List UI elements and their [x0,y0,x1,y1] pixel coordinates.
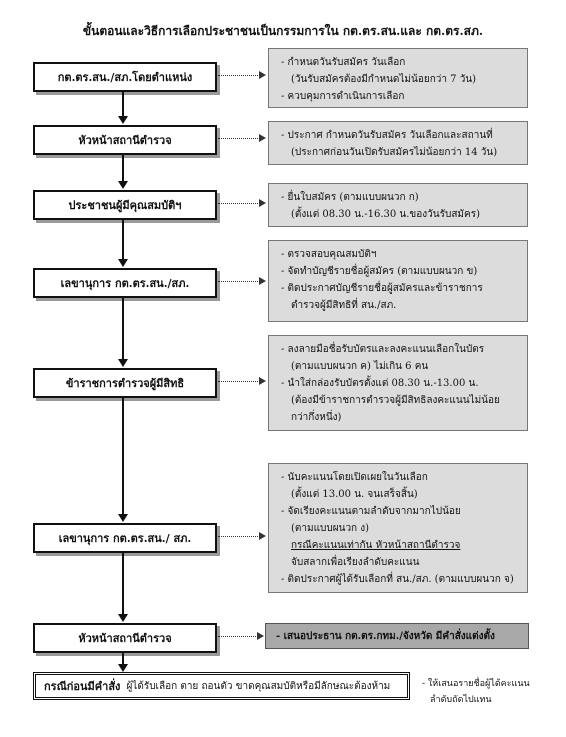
dotted-connector [218,203,260,204]
connector-line [122,92,124,117]
detail-line: (ประกาศก่อนวันเปิดรับสมัครไม่น้อยกว่า 14… [291,147,498,158]
detail-line: - ติดประกาศบัญชีรายชื่อผู้สมัครและข้าราช… [281,283,483,294]
detail-line: (วันรับสมัครต้องมีกำหนดไม่น้อยกว่า 7 วัน… [291,74,477,85]
connector-line [122,298,124,360]
step-box-committee: กต.ตร.สน./สภ.โดยตำแหน่ง [33,62,217,92]
detail-line: จับสลากเพื่อเรียงลำดับคะแนน [291,557,420,568]
connector-line [122,653,124,665]
detail-line: (ตั้งแต่ 13.00 น. จนเสร็จสิ้น) [291,489,418,500]
connector-line [122,398,124,515]
step-box-eligible-police: ข้าราชการตำรวจผู้มีสิทธิ [33,368,217,398]
final-step-box: - เสนอประธาน กต.ตร.กทม./จังหวัด มีคำสั่ง… [265,623,529,649]
detail-line: (ต้องมีข้าราชการตำรวจผู้มีสิทธิลงคะแนนไม… [291,395,500,406]
arrow-down-icon [118,181,128,189]
dotted-connector [218,381,260,382]
connector-line [122,155,124,182]
arrow-down-icon [118,116,128,124]
connector-line [122,220,124,260]
detail-line: - ควบคุมการดำเนินการเลือก [281,91,405,102]
exception-box: กรณีก่อนมีคำสั่ง ผู้ได้รับเลือก ตาย ถอนต… [33,672,410,700]
detail-line: - ยื่นใบสมัคร (ตามแบบผนวก ก) [281,192,419,203]
arrow-right-icon [259,532,266,540]
detail-line: - ประกาศ กำหนดวันรับสมัคร วันเลือกและสถา… [281,130,493,141]
detail-line: กรณีคะแนนเท่ากัน หัวหน้าสถานีตำรวจ [291,540,461,551]
arrow-right-icon [257,632,264,640]
note-line: - ให้เสนอรายชื่อผู้ได้คะแนน [422,679,530,689]
detail-box-committee: - กำหนดวันรับสมัคร วันเลือก (วันรับสมัคร… [268,48,528,108]
exception-note: - ให้เสนอรายชื่อผู้ได้คะแนน ลำดับถัดไปแท… [422,676,530,708]
detail-line: - นับคะแนนโดยเปิดเผยในวันเลือก [281,472,428,483]
arrow-right-icon [259,377,266,385]
detail-line: - ลงลายมือชื่อรับบัตรและลงคะแนนเลือกในบั… [281,344,485,355]
arrow-down-icon [118,359,128,367]
detail-box-station-chief: - ประกาศ กำหนดวันรับสมัคร วันเลือกและสถา… [268,121,528,165]
step-box-secretary: เลขานุการ กต.ตร.สน./สภ. [33,268,217,298]
detail-line: ตำรวจผู้มีสิทธิที่ สน./สภ. [291,300,397,311]
dotted-connector [218,281,260,282]
arrow-right-icon [259,134,266,142]
detail-line: (ตั้งแต่ 08.30 น.-16.30 น.ของวันรับสมัคร… [291,209,480,220]
arrow-right-icon [259,199,266,207]
detail-line: (ตามแบบผนวก ง) [291,523,370,534]
note-line: ลำดับถัดไปแทน [430,695,492,705]
arrow-right-icon [259,71,266,79]
arrow-down-icon [118,614,128,622]
dotted-connector [218,536,260,537]
arrow-down-icon [118,514,128,522]
connector-line [122,553,124,615]
exception-heading: กรณีก่อนมีคำสั่ง [44,680,121,693]
step-box-qualified-public: ประชาชนผู้มีคุณสมบัติฯ [33,190,217,220]
detail-line: - ตรวจสอบคุณสมบัติฯ [281,249,377,260]
step-box-station-chief: หัวหน้าสถานีตำรวจ [33,125,217,155]
detail-line: - ติดประกาศผู้ได้รับเลือกที่ สน./สภ. (ตา… [281,574,514,585]
detail-line: - นำใส่กล่องรับบัตรตั้งแต่ 08.30 น.-13.0… [281,378,479,389]
dotted-connector [218,75,260,76]
dotted-connector [218,138,260,139]
step-box-station-chief-final: หัวหน้าสถานีตำรวจ [33,623,217,653]
exception-text: ผู้ได้รับเลือก ตาย ถอนตัว ขาดคุณสมบัติหร… [126,680,391,692]
dotted-connector [218,636,258,637]
detail-line: - จัดทำบัญชีรายชื่อผู้สมัคร (ตามแบบผนวก … [281,266,478,277]
detail-box-qualified-public: - ยื่นใบสมัคร (ตามแบบผนวก ก) (ตั้งแต่ 08… [268,183,528,227]
step-box-secretary-count: เลขานุการ กต.ตร.สน./ สภ. [33,523,217,553]
detail-line: - กำหนดวันรับสมัคร วันเลือก [281,57,406,68]
diagram-title: ขั้นตอนและวิธีการเลือกประชาชนเป็นกรรมการ… [82,24,484,38]
detail-box-secretary-count: - นับคะแนนโดยเปิดเผยในวันเลือก (ตั้งแต่ … [268,463,528,593]
arrow-down-icon [118,259,128,267]
detail-line: กว่ากึ่งหนึ่ง) [291,412,342,423]
detail-line: - จัดเรียงคะแนนตามลำดับจากมากไปน้อย [281,506,461,517]
arrow-right-icon [259,277,266,285]
detail-line: (ตามแบบผนวก ค) ไม่เกิน 6 คน [291,361,429,372]
detail-box-secretary: - ตรวจสอบคุณสมบัติฯ - จัดทำบัญชีรายชื่อผ… [268,240,528,322]
arrow-down-icon [118,664,128,672]
detail-box-eligible-police: - ลงลายมือชื่อรับบัตรและลงคะแนนเลือกในบั… [268,335,528,431]
